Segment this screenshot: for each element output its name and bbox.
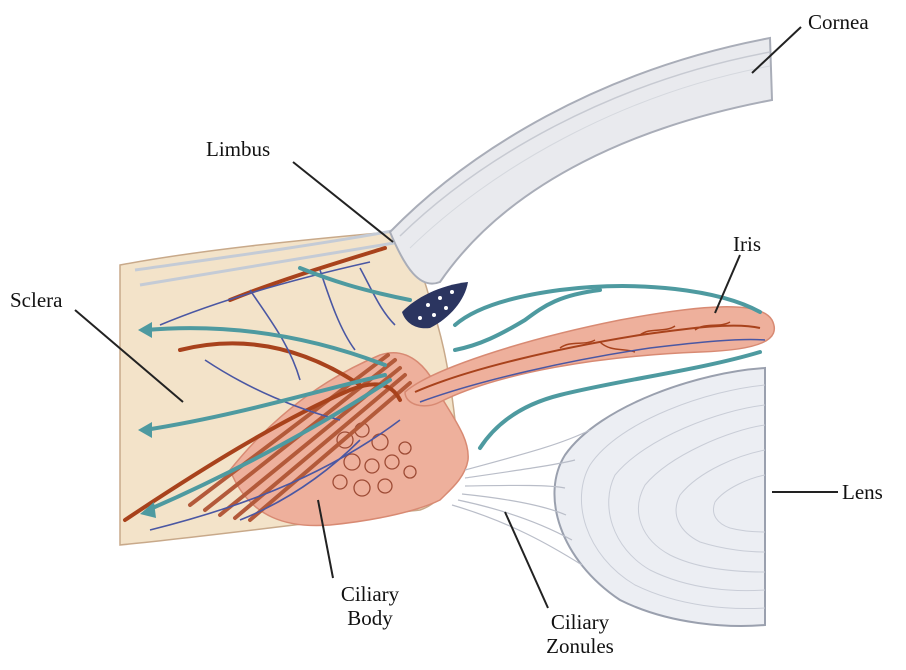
label-sclera: Sclera (10, 288, 62, 312)
label-ciliary-zonules-line2: Zonules (531, 634, 629, 658)
label-iris: Iris (733, 232, 761, 256)
label-ciliary-body-line2: Body (331, 606, 409, 630)
label-ciliary-body: Ciliary Body (331, 582, 409, 630)
label-limbus: Limbus (206, 137, 270, 161)
label-ciliary-zonules: Ciliary Zonules (531, 610, 629, 658)
label-lens: Lens (842, 480, 883, 504)
ciliary-zonules-leader (505, 512, 548, 608)
label-cornea: Cornea (808, 10, 869, 34)
cornea-structure (390, 38, 772, 284)
limbus-leader (293, 162, 393, 242)
label-ciliary-body-line1: Ciliary (331, 582, 409, 606)
label-ciliary-zonules-line1: Ciliary (531, 610, 629, 634)
iris-leader (715, 255, 740, 313)
lens-structure (554, 368, 765, 626)
